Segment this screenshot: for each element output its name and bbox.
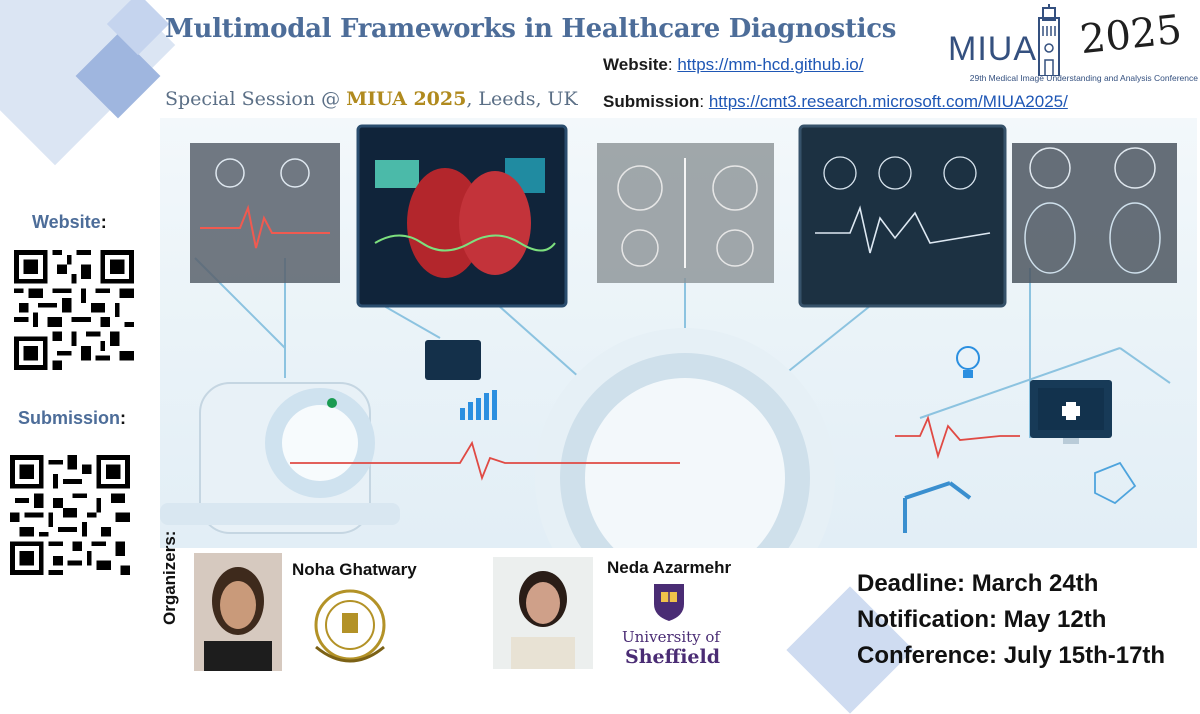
bar-chart-icon [460,390,497,420]
sidebar-submission-label: Submission: [18,408,126,429]
scan-panel-4 [798,124,1007,308]
colon: : [100,212,107,232]
sidebar-submission-text: Submission [18,408,121,428]
subtitle-prefix: Special Session @ [165,88,347,110]
sidebar-website-label: Website: [32,212,107,233]
organizer-photo-1 [194,553,282,671]
monitor-icon [1030,380,1112,444]
sheffield-line2: Sheffield [625,646,721,668]
notification-date: Notification: May 12th [857,606,1107,633]
website-label: Website [603,55,668,74]
miua-logo: MIUA 2025 29th Medical Image Understandi… [940,0,1198,90]
sheffield-line1: University of [622,628,720,646]
organizer-name-2: Neda Azarmehr [607,558,732,577]
colon: : [120,408,127,428]
sheffield-crest-icon [654,584,684,621]
miua-logo-caption: 29th Medical Image Understanding and Ana… [969,73,1198,83]
robot-arm [903,481,972,533]
submission-qr-code[interactable] [10,455,130,575]
network-icon [1094,461,1137,505]
ecg-line-right [895,415,1020,460]
miua-logo-text: MIUA [948,30,1037,68]
scan-panel-5 [1012,143,1177,283]
ct-scanner-left [160,382,400,534]
portrait-icon [194,553,282,671]
portrait-icon [493,557,593,669]
mri-machine-center [535,328,835,548]
sidebar-website-text: Website [32,212,101,232]
scan-panel-1 [190,143,340,283]
medical-scene-graphic [160,124,1177,548]
conference-date: Conference: July 15th-17th [857,642,1166,669]
session-subtitle: Special Session @ MIUA 2025, Leeds, UK [165,88,578,110]
organizer-name-1: Noha Ghatwary [292,560,417,579]
scan-panel-2 [356,124,568,308]
organizers-heading: Organizers: [160,530,179,625]
miua-logo-year: 2025 [1077,6,1184,64]
subtitle-highlight: MIUA 2025 [346,88,467,110]
deadline-date: Deadline: March 24th [857,570,1099,597]
tower-icon [1038,4,1060,76]
website-qr-code[interactable] [14,250,134,370]
scan-panel-3 [597,143,774,283]
university-seal-icon [314,589,386,663]
submission-label: Submission [603,92,700,111]
key-dates: Deadline: March 24th Notification: May 1… [857,566,1165,674]
subtitle-suffix: , Leeds, UK [466,88,578,110]
lightbulb-icon [956,346,980,378]
submission-link[interactable]: https://cmt3.research.microsoft.com/MIUA… [708,92,1068,111]
ecg-line-left [290,440,680,481]
website-row: Website: https://mm-hcd.github.io/ [603,55,864,74]
submission-row: Submission: https://cmt3.research.micros… [603,92,1068,111]
organizer-photo-2 [493,557,593,669]
website-link[interactable]: https://mm-hcd.github.io/ [677,55,864,74]
analytics-chip [425,340,481,380]
page-title: Multimodal Frameworks in Healthcare Diag… [165,14,897,44]
hero-illustration [160,118,1197,548]
